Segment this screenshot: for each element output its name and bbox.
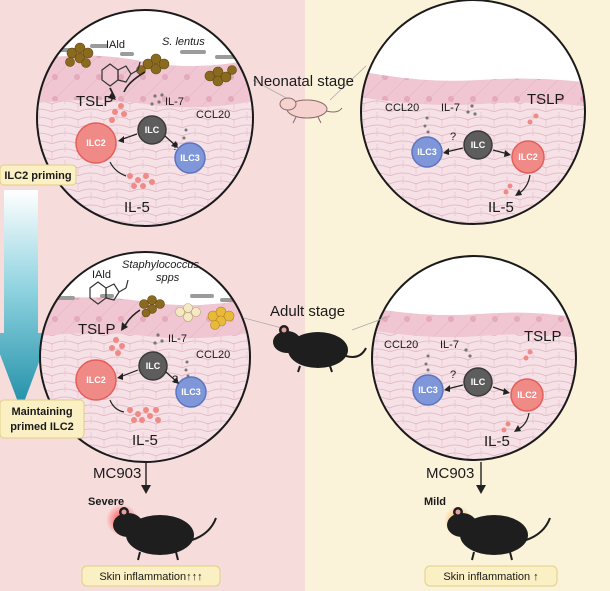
tslp-label: TSLP	[527, 91, 565, 108]
ilc2-label: ILC2	[86, 375, 106, 385]
skin-inflammation-mild: Skin inflammation ↑	[443, 571, 538, 583]
ilc2-cell	[511, 140, 545, 174]
adult-mouse-icon	[273, 325, 367, 373]
maintaining-line1: Maintaining	[11, 406, 72, 418]
ccl20-label: CCL20	[384, 339, 418, 351]
ilc2-priming-label: ILC2 priming	[4, 170, 71, 182]
mild-mouse-icon	[444, 506, 551, 561]
question-mark: ?	[450, 369, 456, 381]
priming-gradient-arrow	[0, 190, 50, 410]
ilc-label: ILC	[471, 377, 486, 387]
il7-label: IL-7	[165, 96, 184, 108]
bacteria-cluster-icon	[139, 295, 235, 330]
maintaining-line2: primed ILC2	[10, 421, 74, 433]
bacteria-cluster-icon	[65, 42, 237, 87]
ilc-cell	[137, 115, 167, 145]
ilc2-cell	[75, 359, 117, 401]
ilc3-label: ILC3	[180, 153, 200, 163]
il5-label: IL-5	[484, 433, 510, 450]
ilc3-cell	[174, 142, 206, 174]
ilc3-label: ILC3	[418, 385, 438, 395]
maintaining-primed-tag: Maintaining primed ILC2	[0, 399, 85, 439]
ilc2-priming-tag: ILC2 priming	[0, 164, 77, 186]
tslp-label: TSLP	[76, 93, 114, 110]
ccl20-label: CCL20	[196, 349, 230, 361]
ilc2-label: ILC2	[517, 390, 537, 400]
ilc2-label: ILC2	[518, 152, 538, 162]
ilc2-cell	[510, 378, 544, 412]
severe-label: Severe	[88, 496, 124, 508]
il7-label: IL-7	[168, 333, 187, 345]
adult-right-panel: CCL20 IL-7 TSLP ILC3 ILC ILC2 ? IL-5	[371, 255, 577, 461]
ccl20-label: CCL20	[196, 109, 230, 121]
il5-label: IL-5	[488, 199, 514, 216]
il7-label: IL-7	[441, 102, 460, 114]
adult-stage-label: Adult stage	[270, 303, 345, 320]
mc903-left-label: MC903	[93, 465, 141, 482]
ilc3-cell	[412, 374, 444, 406]
ilc3-cell	[175, 376, 207, 408]
ilc3-cell	[411, 136, 443, 168]
il7-label: IL-7	[440, 339, 459, 351]
aldehyde-molecule-icon	[101, 61, 141, 87]
neonatal-left-panel: IAld S. lentus TSLP IL-7 CCL20 ILC2 ILC …	[36, 9, 254, 227]
ilc3-label: ILC3	[417, 147, 437, 157]
neonatal-right-panel: CCL20 IL-7 TSLP ILC3 ILC ILC2 ? IL-5	[360, 0, 586, 225]
mild-label: Mild	[424, 496, 446, 508]
ilc2-cell	[75, 122, 117, 164]
ilc-label: ILC	[471, 140, 486, 150]
ilc-cell	[463, 130, 493, 160]
ilc-label: ILC	[145, 125, 160, 135]
neonatal-stage-label: Neonatal stage	[253, 73, 354, 90]
mc903-right-label: MC903	[426, 465, 474, 482]
ccl20-label: CCL20	[385, 102, 419, 114]
ilc-cell	[463, 367, 493, 397]
tslp-label: TSLP	[78, 321, 116, 338]
inflamed-mouse-icon	[106, 504, 217, 561]
aldehyde-molecule-icon	[89, 279, 129, 305]
tslp-label: TSLP	[524, 328, 562, 345]
mild-outcome-box: Skin inflammation ↑	[424, 565, 558, 587]
question-mark: ?	[450, 131, 456, 143]
skin-inflammation-severe: Skin inflammation↑↑↑	[99, 571, 202, 583]
ilc-cell	[138, 351, 168, 381]
il5-label: IL-5	[132, 432, 158, 449]
ialD-label: IAld	[106, 39, 125, 51]
il5-label: IL-5	[124, 199, 150, 216]
bacteria-label-line2: spps	[156, 272, 180, 284]
neonatal-mouse-icon	[279, 97, 343, 124]
bacteria-label-line1: Staphylococcus	[122, 259, 200, 271]
adult-left-panel: IAld Staphylococcus spps TSLP IL-7 CCL20…	[39, 251, 251, 463]
ialD-label: IAld	[92, 269, 111, 281]
ilc2-label: ILC2	[86, 138, 106, 148]
severe-outcome-box: Skin inflammation↑↑↑	[81, 565, 221, 587]
ilc3-label: ILC3	[181, 387, 201, 397]
ilc-label: ILC	[146, 361, 161, 371]
bacteria-label: S. lentus	[162, 36, 205, 48]
